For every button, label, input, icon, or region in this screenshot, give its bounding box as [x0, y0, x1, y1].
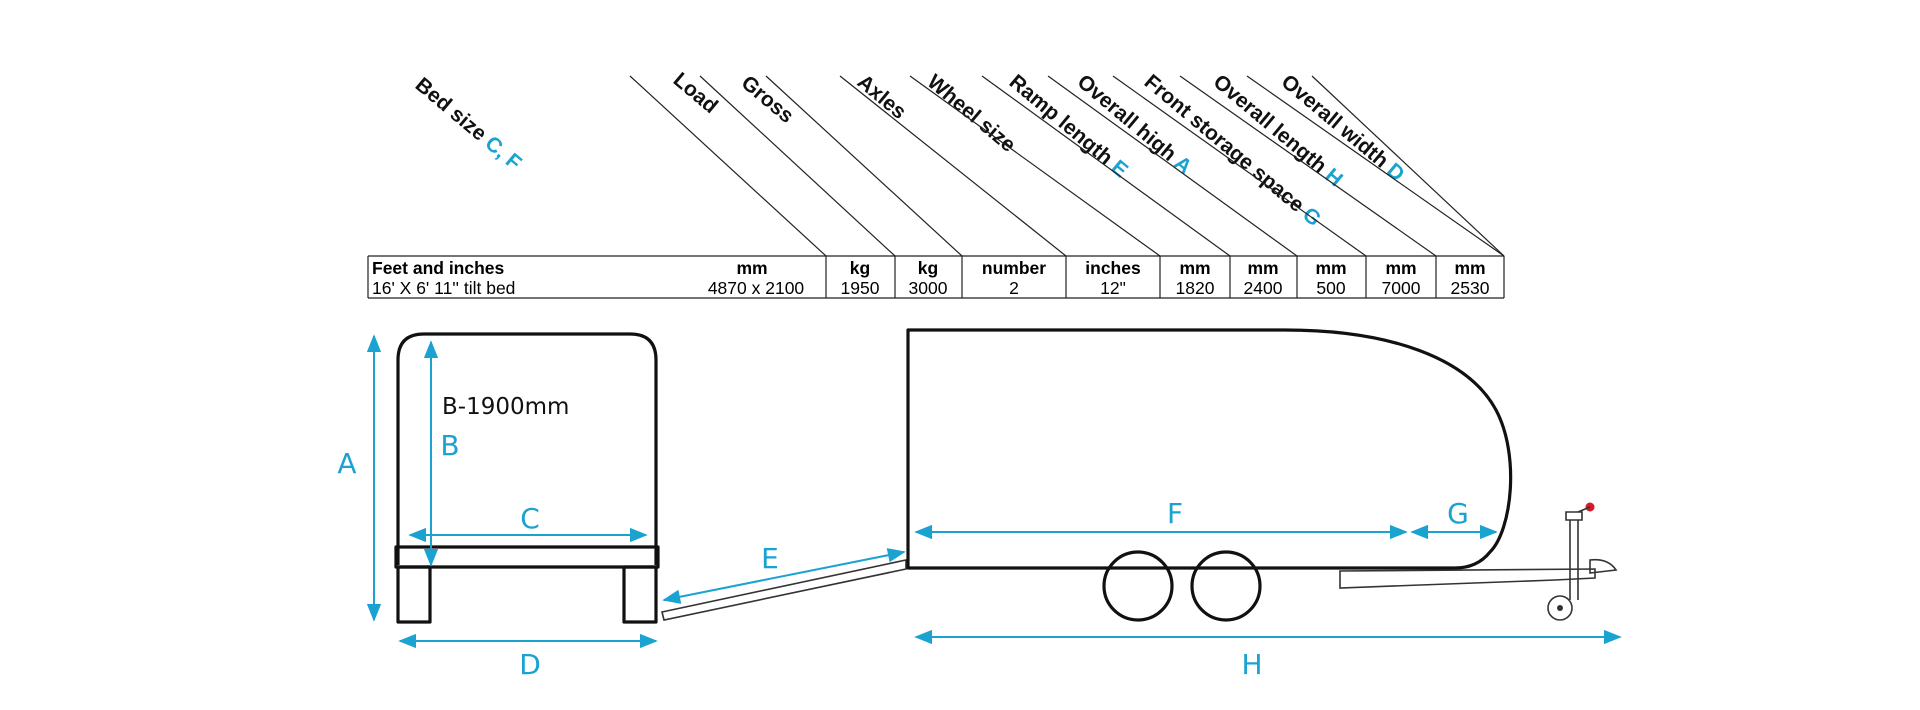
- header-bed-size: Bed size C, F: [411, 73, 526, 175]
- dimension-d-label: D: [519, 648, 541, 681]
- header-overall-high: Overall high A: [1073, 70, 1196, 179]
- dimension-b-label: B: [440, 429, 459, 462]
- wheel-rear: [1190, 550, 1262, 622]
- unit-load-kg: kg: [850, 258, 870, 278]
- unit-high-mm: mm: [1247, 258, 1278, 278]
- svg-text:Axles: Axles: [853, 70, 911, 124]
- unit-axles-number: number: [982, 258, 1046, 278]
- header-wheel-size: Wheel size: [923, 70, 1020, 157]
- value-overall-high: 2400: [1244, 278, 1283, 298]
- jockey-wheel: [1547, 502, 1618, 621]
- svg-text:Gross: Gross: [737, 71, 798, 128]
- svg-text:Load: Load: [669, 68, 722, 118]
- value-overall-width: 2530: [1451, 278, 1490, 298]
- b-height-note: B-1900mm: [442, 394, 569, 420]
- trailer-rear-view: A B B-1900mm C D: [337, 332, 660, 681]
- value-ramp-length: 1820: [1176, 278, 1215, 298]
- header-load: Load: [669, 68, 722, 118]
- unit-feet-inches: Feet and inches: [372, 258, 505, 278]
- svg-text:Overall width D: Overall width D: [1277, 70, 1409, 186]
- svg-text:Overall high A: Overall high A: [1073, 70, 1196, 179]
- dimension-c-label: C: [520, 502, 540, 535]
- unit-gross-kg: kg: [918, 258, 938, 278]
- unit-ramp-mm: mm: [1179, 258, 1210, 278]
- header-gross: Gross: [737, 71, 798, 128]
- unit-storage-mm: mm: [1315, 258, 1346, 278]
- spec-table: Feet and inches mm kg kg number inches m…: [367, 255, 1505, 299]
- value-gross: 3000: [909, 278, 948, 298]
- unit-width-mm: mm: [1454, 258, 1485, 278]
- header-ramp-length: Ramp length E: [1005, 70, 1132, 182]
- wheel-front: [1102, 550, 1174, 622]
- value-load: 1950: [841, 278, 880, 298]
- column-headers: Bed size C, F Load Gross Axles Wheel siz…: [411, 68, 1409, 231]
- dimension-h-label: H: [1241, 648, 1262, 681]
- trailer-side-view: F G H: [906, 328, 1622, 681]
- value-bed-size: 16' X 6' 11'' tilt bed: [372, 278, 515, 298]
- value-front-storage: 500: [1316, 278, 1345, 298]
- header-overall-width: Overall width D: [1277, 70, 1409, 186]
- value-overall-length: 7000: [1382, 278, 1421, 298]
- drawbar: [1339, 568, 1596, 589]
- value-bed-mm: 4870 x 2100: [708, 278, 805, 298]
- dimension-f-label: F: [1167, 497, 1183, 530]
- trailer-ramp: E: [661, 542, 907, 621]
- dimension-e-arrow: [662, 548, 906, 604]
- unit-mm: mm: [736, 258, 767, 278]
- dimension-g-label: G: [1447, 497, 1469, 530]
- unit-length-mm: mm: [1385, 258, 1416, 278]
- header-axles: Axles: [853, 70, 911, 124]
- unit-wheel-inches: inches: [1085, 258, 1141, 278]
- dimension-e-label: E: [761, 542, 779, 575]
- svg-text:Ramp length E: Ramp length E: [1005, 70, 1132, 182]
- value-axles: 2: [1009, 278, 1019, 298]
- header-diagonal-lines: [629, 75, 1505, 257]
- svg-text:Wheel size: Wheel size: [923, 70, 1020, 157]
- dimension-a-label: A: [337, 447, 356, 480]
- svg-text:Bed size C, F: Bed size C, F: [411, 73, 526, 175]
- value-wheel-size: 12": [1100, 278, 1126, 298]
